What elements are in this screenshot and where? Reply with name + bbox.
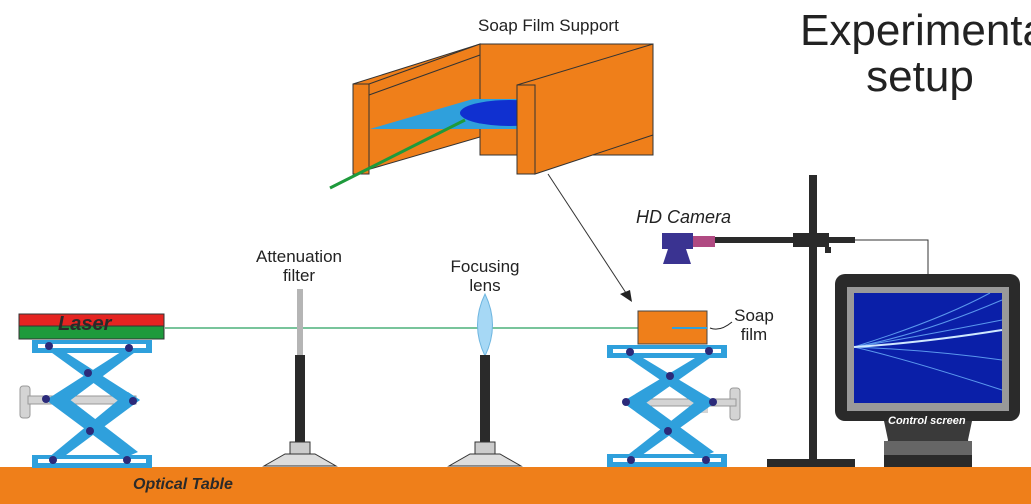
label-focusing-line2: lens: [469, 276, 501, 295]
label-attenuation-filter: Attenuation filter: [244, 247, 354, 285]
hd-camera: [662, 233, 715, 264]
laser: [18, 313, 165, 340]
label-attenuation-line1: Attenuation: [255, 247, 342, 266]
label-soap-film: Soap film: [732, 306, 776, 344]
camera-cable: [855, 239, 929, 274]
soap-film-scissor-jack: [607, 345, 741, 467]
focusing-lens: [447, 292, 523, 467]
control-monitor: [835, 274, 1020, 467]
label-focusing-lens: Focusing lens: [440, 257, 530, 295]
label-control-screen: Control screen: [888, 415, 966, 427]
label-attenuation-line2: filter: [282, 266, 316, 285]
title-line2: setup: [866, 52, 974, 101]
laser-scissor-jack: [19, 340, 152, 468]
camera-stand: [715, 175, 855, 467]
label-hd-camera: HD Camera: [636, 207, 732, 227]
attenuation-filter: [262, 289, 338, 467]
soap-film-holder: [637, 310, 708, 345]
label-laser: Laser: [58, 313, 112, 335]
label-soap-film-support: Soap Film Support: [478, 16, 619, 35]
optical-table: [0, 467, 1031, 504]
label-focusing-line1: Focusing: [450, 257, 520, 276]
diagram-title: Experimental setup: [800, 8, 1031, 100]
pointer-arrow: [547, 173, 632, 302]
label-soap-line2: film: [740, 325, 768, 344]
soap-film-support: [329, 43, 654, 190]
title-line1: Experimental: [800, 6, 1031, 55]
label-optical-table: Optical Table: [133, 476, 233, 493]
label-soap-line1: Soap: [734, 306, 774, 325]
